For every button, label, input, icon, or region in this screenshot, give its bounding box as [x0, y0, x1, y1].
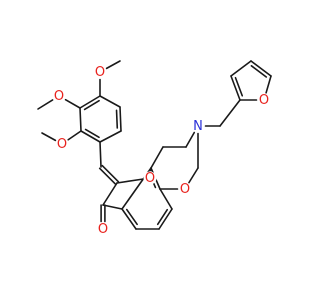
atom-background-O4m [93, 65, 107, 79]
molecule-structure-diagram: O N O O O O O O [37, 60, 272, 237]
bond-O2m-Me2 [41, 132, 57, 142]
bond-C3-C3b [102, 204, 123, 210]
atom-background-O3m [52, 89, 66, 103]
oxygen-atom-label: O [180, 182, 190, 197]
bonds-layer [37, 60, 272, 230]
oxygen-atom-label: O [95, 65, 105, 80]
bond-P2-P3 [79, 107, 82, 132]
nitrogen-atom-label: N [193, 119, 203, 134]
bond-fC4-fC5 [250, 60, 272, 77]
bond-N-C9 [185, 131, 196, 148]
bond-O7-C8 [188, 167, 199, 184]
atoms-layer: O N O O O O O O [52, 65, 271, 237]
bond-P3-O3m [64, 98, 81, 109]
atom-background-O2m [55, 137, 69, 151]
bond-P6-P1 [99, 130, 122, 143]
bond-C3a-C3b [121, 208, 137, 230]
oxygen-atom-label: O [98, 222, 108, 237]
bond-P2-O2m [67, 130, 82, 141]
bond-C3a-C3b-inner [125, 208, 138, 226]
atom-background-N [191, 119, 205, 133]
atom-background-O3 [96, 222, 110, 236]
bond-fC4-fC5-inner [250, 65, 268, 78]
bond-fC5-fO [265, 75, 272, 94]
oxygen-atom-label: O [54, 89, 64, 104]
atom-background-O1 [143, 171, 157, 185]
atom-background-fO [257, 93, 271, 107]
bond-C2-CH-b [98, 167, 117, 186]
bond-O4m-Me4 [105, 60, 121, 70]
bond-O1-C2 [116, 178, 144, 184]
bond-C10-C11 [150, 146, 164, 169]
bond-fC3-fC4 [230, 60, 252, 77]
bond-C5-C4-inner [156, 208, 169, 226]
bond-C2-CH-a [101, 164, 120, 183]
bond-C5-C4 [158, 208, 173, 230]
bond-CH-P1 [99, 141, 102, 168]
oxygen-atom-label: O [145, 171, 155, 186]
bond-P3-P4 [79, 95, 101, 109]
bond-fC2-fC3 [230, 75, 241, 101]
bond-P3-P4-inner [83, 99, 100, 111]
bond-O3m-Me3 [37, 99, 54, 110]
bond-P5-P6-inner [115, 109, 119, 129]
atom-background-O7 [178, 182, 192, 196]
bond-fC2-fC3-inner [234, 76, 244, 97]
bond-P5-P6 [119, 106, 122, 132]
bond-C2-C3 [102, 182, 118, 206]
bond-fC2-CH2 [219, 99, 241, 127]
bond-C6a-C5 [159, 188, 173, 210]
oxygen-atom-label: O [259, 93, 269, 108]
bond-P1-P2-inner [84, 128, 100, 139]
bond-P4-P5 [99, 95, 121, 108]
oxygen-atom-label: O [57, 137, 67, 152]
bond-P1-P2 [80, 130, 101, 143]
